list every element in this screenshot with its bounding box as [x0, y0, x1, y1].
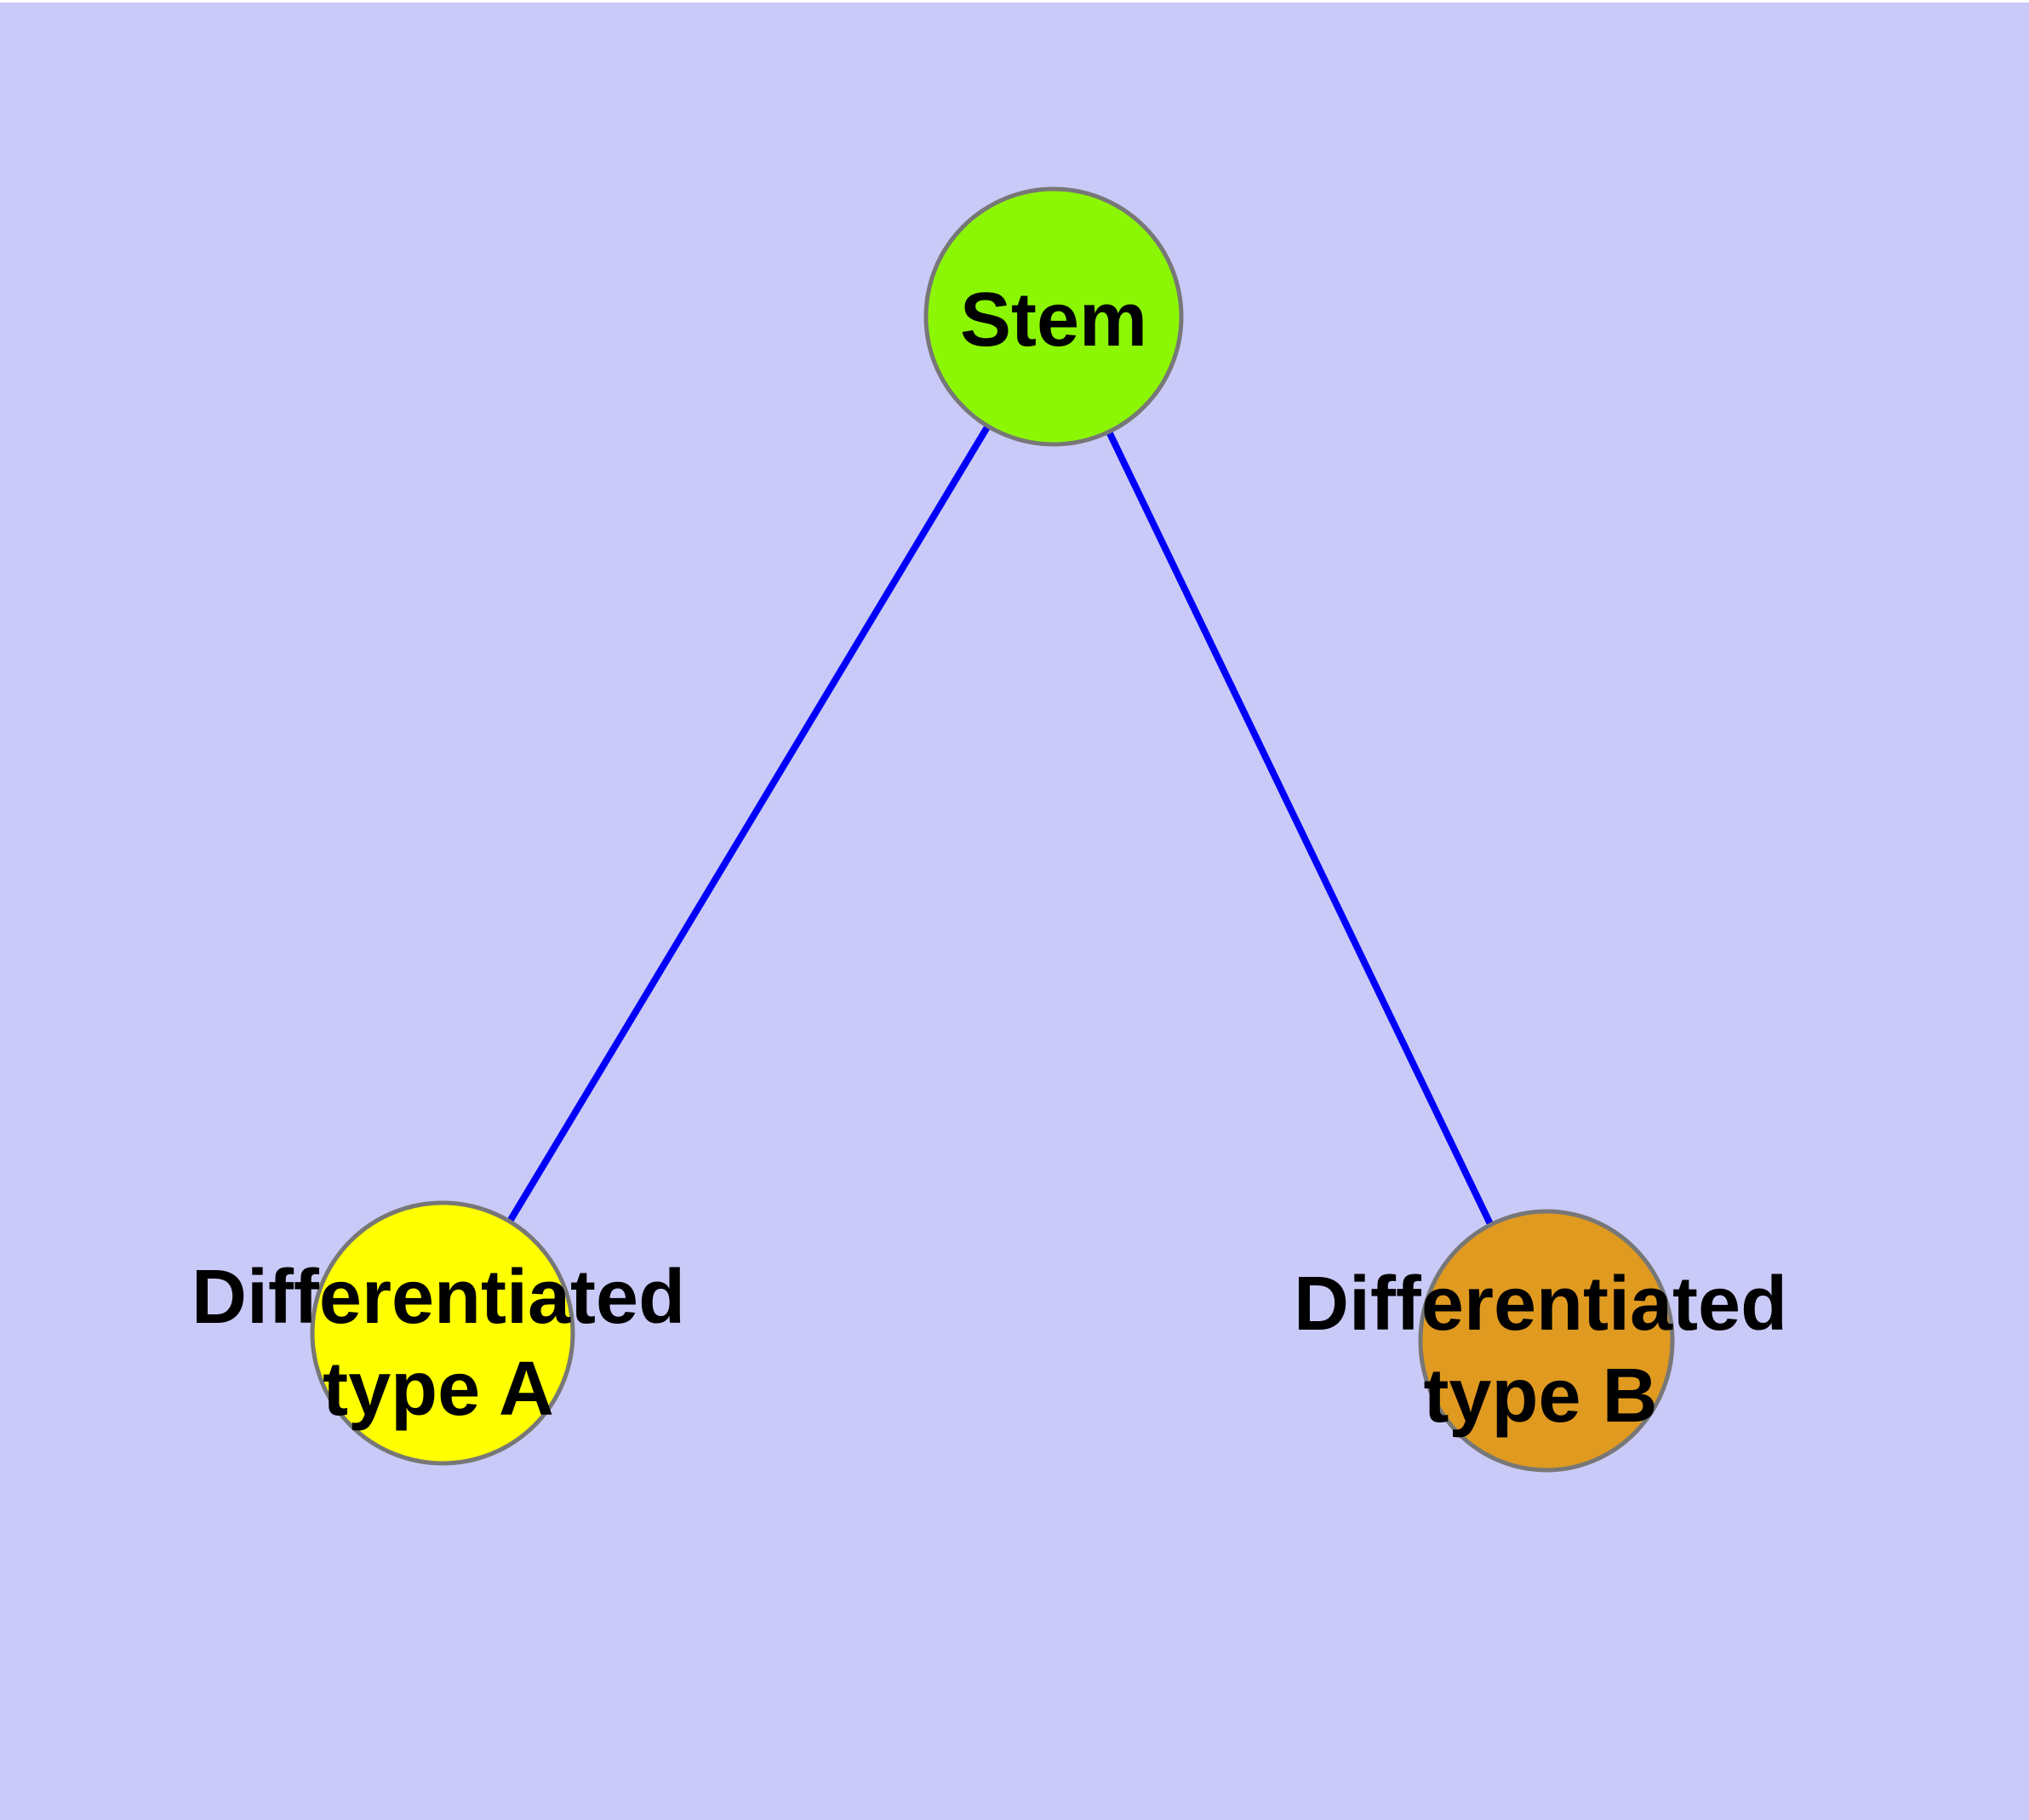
node-stem-circle: [923, 186, 1184, 447]
node-type-b-label: Differentiated type B: [1294, 1258, 1787, 1442]
node-type-b-label-line1: Differentiated: [1293, 1262, 1788, 1347]
edge-stem-to-type-a: [439, 314, 1057, 1336]
node-stem-label: Stem: [960, 274, 1147, 366]
node-type-a-label: Differentiated type A: [191, 1251, 685, 1435]
node-type-a-circle: [310, 1200, 575, 1466]
node-type-a-label-line2: type A: [323, 1347, 554, 1432]
node-type-a-label-line1: Differentiated: [191, 1255, 686, 1340]
node-type-b-label-line2: type B: [1423, 1354, 1658, 1439]
top-edge-strip: [0, 0, 2029, 3]
node-stem-label-text: Stem: [959, 278, 1148, 363]
node-type-b-circle: [1418, 1209, 1675, 1473]
edge-stem-to-type-b: [1050, 315, 1550, 1342]
